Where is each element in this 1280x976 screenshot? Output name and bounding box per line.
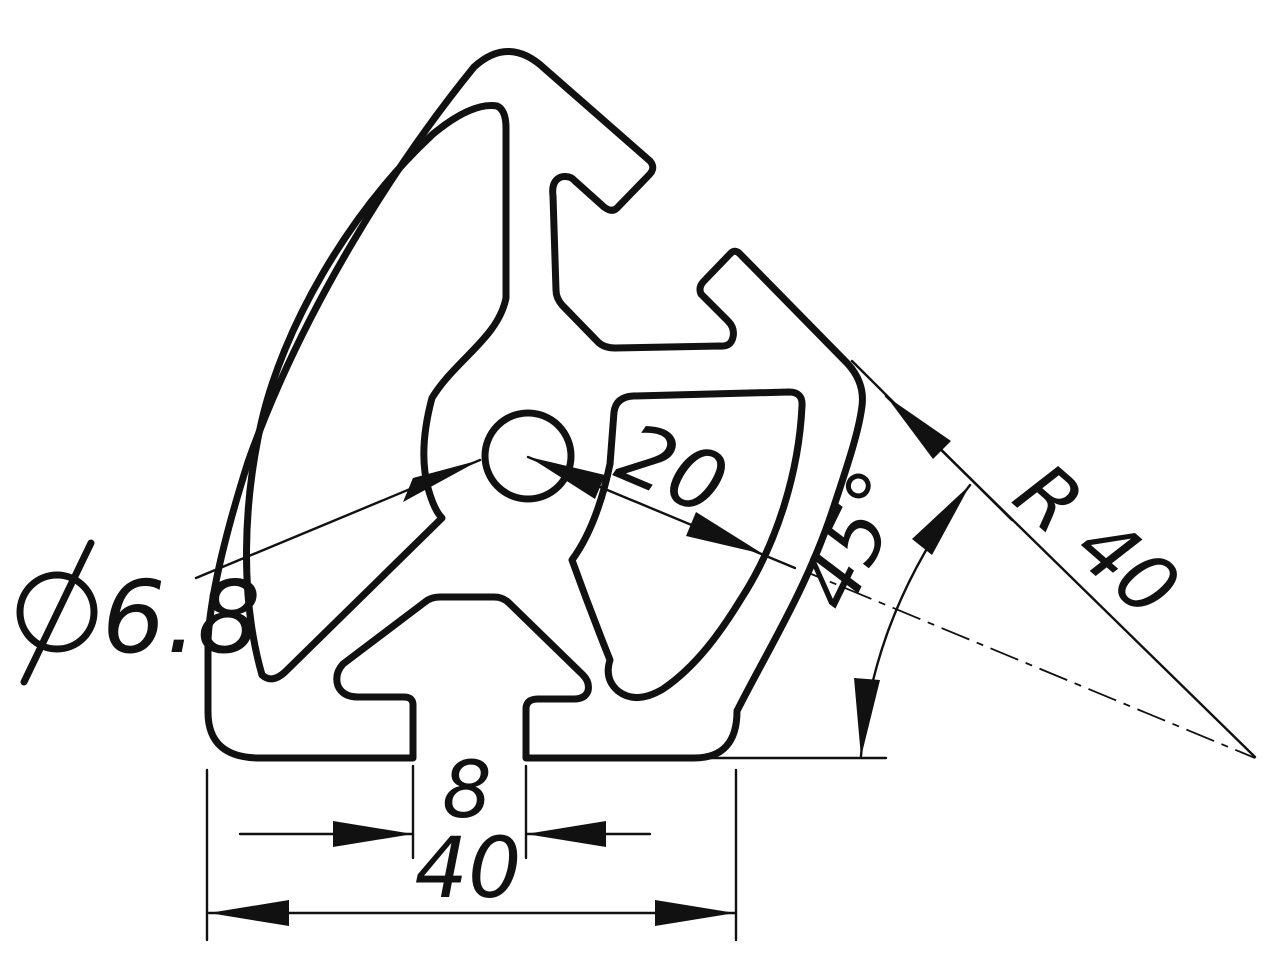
dim-label-hole-diameter: 6.8 [102,559,261,676]
arrowhead-45-bottom [854,678,880,757]
center-hole [481,409,575,503]
right-chamber-cavity [568,388,806,701]
left-chamber-cavity [243,102,510,683]
arrowhead-8-left [333,821,413,847]
arrowhead-8-right [526,821,606,847]
arrowhead-r40 [886,396,951,459]
arrowhead-diameter-leader [403,460,480,502]
arrowhead-40-right [655,900,735,926]
dim-label-profile-width: 40 [415,819,522,917]
diameter-symbol-icon [16,539,98,686]
profile-outline [204,48,866,762]
dim-line-r40 [884,394,1257,759]
dim-label-radius: R 40 [997,445,1196,635]
arrowhead-45-top [912,485,970,555]
arrowhead-40-left [209,900,289,926]
dim-label-slot-width: 8 [442,746,492,836]
arrowhead-20-outer [686,512,763,554]
arrowhead-20-inner [529,457,605,499]
